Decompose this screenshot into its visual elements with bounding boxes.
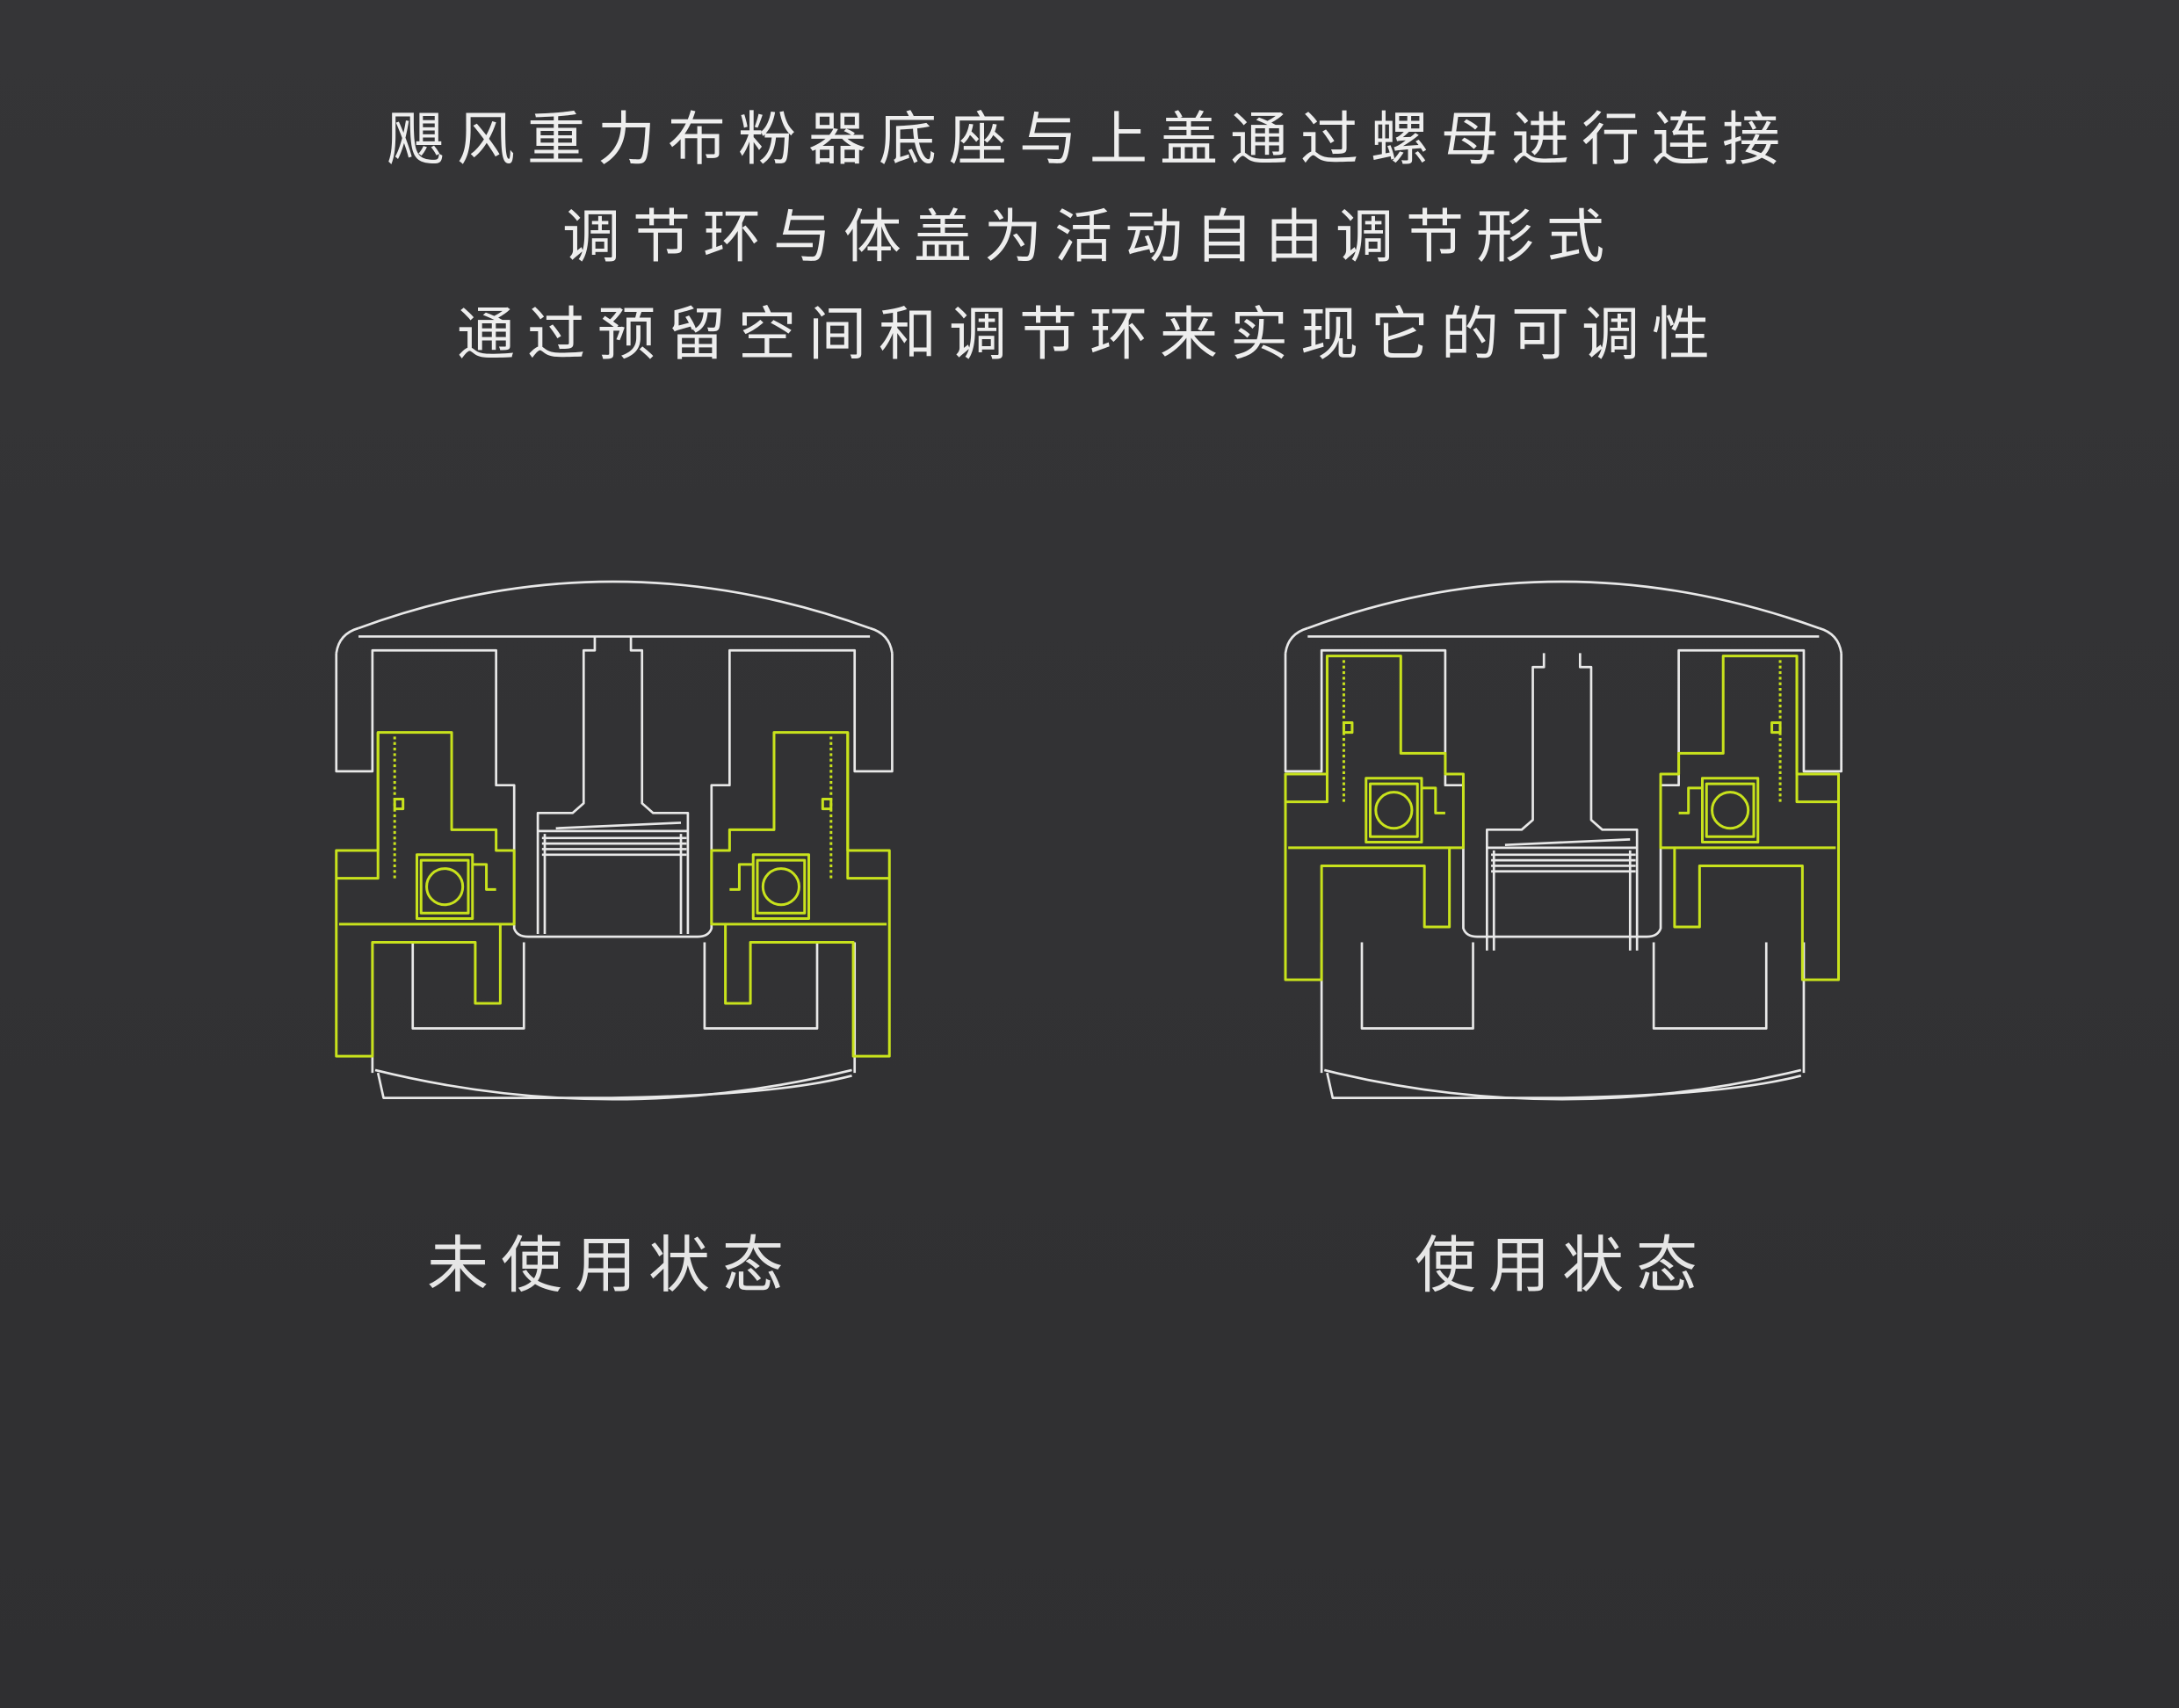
headline-line-1: 飓风重力布粉器底座与上盖通过螺母进行连接 [387,105,1792,173]
label-used-state: 使用状态 [1415,1229,1710,1301]
headline-line-3: 通过预留空间和调节环来实现它的可调性 [457,300,1722,368]
headline-line-2: 调节环与体盖为活动自由调节形式 [562,203,1617,271]
diagram-used-state [1284,580,1843,1101]
label-unused-state: 未使用状态 [427,1229,796,1301]
diagram-unused-state [335,580,894,1101]
